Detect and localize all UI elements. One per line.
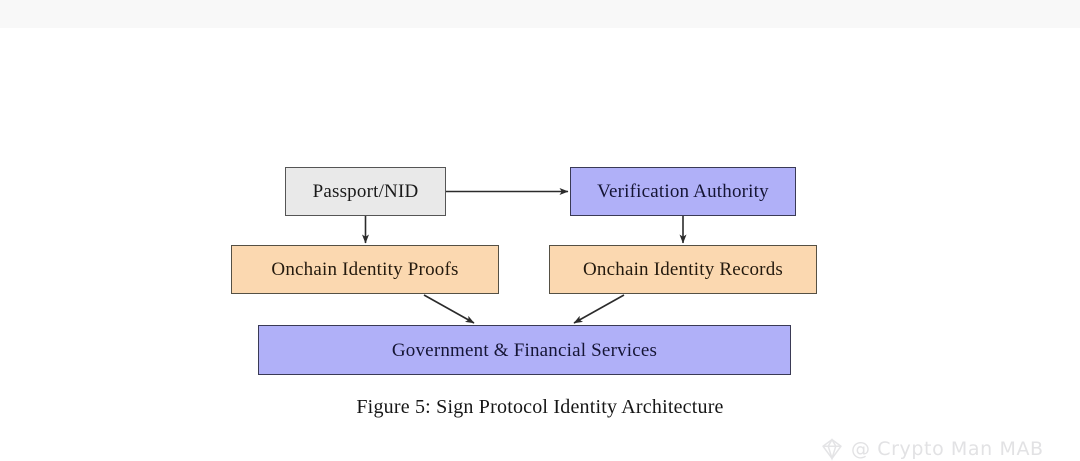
node-verification-authority: Verification Authority xyxy=(570,167,796,216)
page-canvas: Passport/NID Verification Authority Onch… xyxy=(0,28,1080,461)
figure-caption-text: Figure 5: Sign Protocol Identity Archite… xyxy=(356,396,724,418)
figure-identity-architecture: Passport/NID Verification Authority Onch… xyxy=(0,28,1080,455)
node-onchain-identity-proofs: Onchain Identity Proofs xyxy=(231,245,499,294)
node-onchain-identity-proofs-label: Onchain Identity Proofs xyxy=(271,259,459,280)
figure-caption: Figure 5: Sign Protocol Identity Archite… xyxy=(0,396,1080,419)
watermark: @ Crypto Man MAB xyxy=(820,437,1044,461)
figure-connectors xyxy=(362,188,687,324)
edge-onchain-identity-proofs-to-government-financial-services xyxy=(423,294,475,324)
node-government-financial-services: Government & Financial Services xyxy=(258,325,791,375)
edge-onchain-identity-records-to-government-financial-services xyxy=(573,294,625,324)
node-verification-authority-label: Verification Authority xyxy=(597,181,769,202)
diamond-gem-icon xyxy=(822,438,842,461)
top-page-band xyxy=(0,0,1080,28)
watermark-handle: @ Crypto Man MAB xyxy=(851,438,1044,460)
node-passport-nid: Passport/NID xyxy=(285,167,446,216)
node-onchain-identity-records-label: Onchain Identity Records xyxy=(582,259,784,280)
node-onchain-identity-records: Onchain Identity Records xyxy=(549,245,817,294)
node-government-financial-services-label: Government & Financial Services xyxy=(391,339,658,361)
node-passport-nid-label: Passport/NID xyxy=(312,181,419,202)
